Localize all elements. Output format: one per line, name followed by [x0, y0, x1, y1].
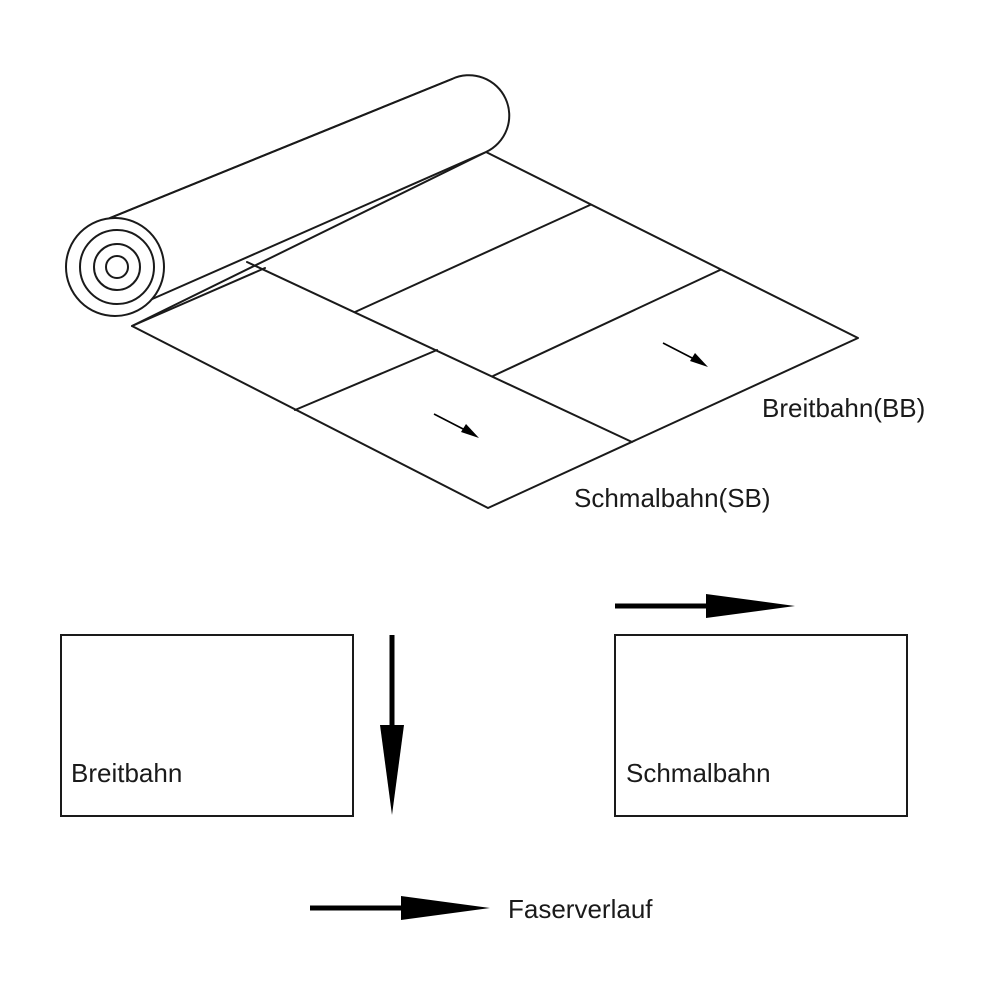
- panel-line-top-1: [354, 204, 591, 313]
- schmalbahn-box: [614, 634, 908, 817]
- roll-top-edge: [109, 78, 453, 219]
- breitbahn-label: Breitbahn: [71, 758, 182, 788]
- schmalbahn-label: Schmalbahn: [626, 758, 771, 788]
- breitbahn-fiber-arrow-down: [380, 635, 404, 815]
- schmalbahn-sb-label: Schmalbahn(SB): [574, 483, 771, 513]
- small-fiber-arrow-right: [662, 342, 708, 367]
- legend: Faserverlauf: [310, 894, 653, 924]
- schmalbahn-fiber-arrow-right: [615, 594, 795, 618]
- schmalbahn-panel: Schmalbahn: [614, 594, 908, 817]
- fabric-roll-illustration: Breitbahn(BB) Schmalbahn(SB): [65, 74, 925, 513]
- roll-cylinder: [108, 74, 511, 302]
- panel-line-top-2: [492, 269, 721, 377]
- legend-arrow: [310, 896, 490, 920]
- small-fiber-arrow-left: [433, 413, 479, 438]
- panel-line-bottom: [294, 349, 438, 411]
- breitbahn-panel: Breitbahn: [60, 634, 404, 817]
- panel-line-long: [246, 261, 633, 443]
- breitbahn-bb-label: Breitbahn(BB): [762, 393, 925, 423]
- faserverlauf-label: Faserverlauf: [508, 894, 653, 924]
- roll-end-face: [65, 217, 165, 317]
- breitbahn-box: [60, 634, 354, 817]
- fabric-sheet-outline: [131, 151, 859, 509]
- panel-line-left: [131, 267, 266, 327]
